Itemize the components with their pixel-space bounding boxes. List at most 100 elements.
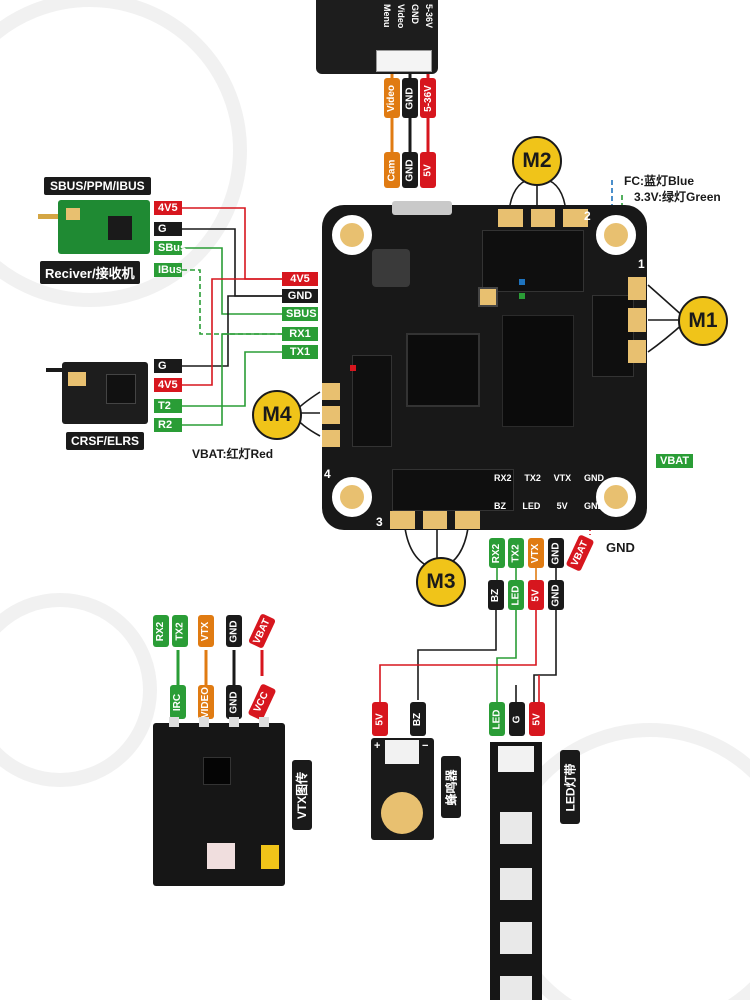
vtx-top-gnd: GND <box>226 615 242 647</box>
gnd-pad-label: GND <box>606 540 635 555</box>
boot-button <box>478 287 498 307</box>
silk-0: RX2 <box>494 473 512 483</box>
corner-4-label: 4 <box>324 467 331 481</box>
ledstrip-pin-5v: 5V <box>529 702 545 736</box>
sbus-receiver-caption: Reciver/接收机 <box>40 261 140 284</box>
led-green <box>519 293 525 299</box>
vtx-pin-irc: IRC <box>170 685 186 719</box>
crsf-pin-1: 4V5 <box>154 378 182 392</box>
camera-wire-label-1: GND <box>402 78 418 118</box>
crsf-receiver-antenna <box>46 368 66 372</box>
m1-pads <box>628 277 646 363</box>
crsf-pin-0: G <box>154 359 182 373</box>
fc-pad-4v5: 4V5 <box>282 272 318 286</box>
inductor <box>372 249 410 287</box>
camera-wire-label-0: Video <box>384 78 400 118</box>
silk-2: VTX <box>553 473 572 483</box>
esc-chip <box>502 315 574 427</box>
ledstrip-module <box>490 742 542 1000</box>
bottom-wire-rx2: RX2 <box>489 538 505 568</box>
camera-pin-labels: 5-36V GND Video Menu <box>376 4 436 48</box>
corner-2-label: 2 <box>584 209 591 223</box>
vtx-wires <box>176 650 264 685</box>
corner-1-label: 1 <box>638 257 645 271</box>
vtx-pin-video: VIDEO <box>198 685 214 719</box>
fc-pad-sbus: SBUS <box>282 307 318 321</box>
buzzer-caption: 蜂鸣器 <box>441 756 461 818</box>
vtx-header <box>169 717 269 727</box>
bottom-wire2-led: LED <box>508 580 524 610</box>
vtx-pin-gnd: GND <box>226 685 242 719</box>
peripheral-wires <box>379 566 557 702</box>
camera-end-label-0: Cam <box>384 152 400 188</box>
buzzer-pin-bz: BZ <box>410 702 426 736</box>
silk-3: GND <box>583 473 604 483</box>
camera-pin-1: GND <box>410 4 420 24</box>
led-note-3v3: 3.3V:绿灯Green <box>634 190 721 204</box>
silk2-2: 5V <box>556 501 568 511</box>
camera-wire-label-2: 5-36V <box>420 78 436 118</box>
led-blue <box>519 279 525 285</box>
usb-port <box>392 201 452 215</box>
led-red <box>350 365 356 371</box>
bottom-wire2-5v: 5V <box>528 580 544 610</box>
camera-pin-3: Menu <box>382 4 392 28</box>
mount-hole-bl <box>332 477 372 517</box>
m4-pads <box>322 383 340 447</box>
buzzer-plus: + <box>374 740 381 752</box>
sbus-receiver-title: SBUS/PPM/IBUS <box>44 177 151 195</box>
fc-pad-gnd: GND <box>282 289 318 303</box>
fc-pad-rx1: RX1 <box>282 327 318 341</box>
crsf-receiver-board <box>62 362 148 424</box>
vtx-gold-pad <box>261 845 279 869</box>
vtx-top-tx2: TX2 <box>172 615 188 647</box>
mount-hole-tr <box>596 215 636 255</box>
vtx-pad-ufl <box>207 843 235 869</box>
ledstrip-connector <box>498 746 534 772</box>
camera-pin-2: Video <box>396 4 406 29</box>
buzzer-pin-5v: 5V <box>372 702 388 736</box>
vtx-module <box>153 717 285 886</box>
camera-pin-0: 5-36V <box>424 4 434 29</box>
camera-module: 5-36V GND Video Menu <box>316 0 438 74</box>
sbus-pin-2: SBus <box>154 241 186 255</box>
camera-end-label-1: GND <box>402 152 418 188</box>
sbus-receiver-wires <box>182 207 282 335</box>
sbus-receiver-antenna <box>38 214 62 219</box>
fc-pad-tx1: TX1 <box>282 345 318 359</box>
sbus-pin-3: IBus <box>154 263 182 277</box>
motor-m4: M4 <box>252 390 302 440</box>
crsf-gold-pad <box>68 372 86 386</box>
led-cell-3 <box>500 922 532 954</box>
camera-connector <box>376 50 432 72</box>
ledstrip-caption: LED灯带 <box>560 750 580 824</box>
motor-m1: M1 <box>678 296 728 346</box>
crsf-chip <box>106 374 136 404</box>
silk2-1: LED <box>522 501 541 511</box>
corner-3-label: 3 <box>376 515 383 529</box>
receiver-chip <box>108 216 132 240</box>
bottom-wire-vtx: VTX <box>528 538 544 568</box>
m3-pads <box>390 511 481 529</box>
led-note-fc: FC:蓝灯Blue <box>624 174 694 188</box>
led-cell-4 <box>500 976 532 1000</box>
silk-1: TX2 <box>524 473 541 483</box>
sbus-pin-1: G <box>154 222 182 236</box>
vtx-top-vtx: VTX <box>198 615 214 647</box>
buzzer-connector <box>385 740 419 764</box>
sbus-receiver-board <box>58 200 150 254</box>
bottom-wire-tx2: TX2 <box>508 538 524 568</box>
vtx-caption: VTX图传 <box>292 760 312 830</box>
vtx-top-rx2: RX2 <box>153 615 169 647</box>
motor-m3: M3 <box>416 557 466 607</box>
silk2-0: BZ <box>494 501 506 511</box>
mount-hole-br <box>596 477 636 517</box>
led-cell-2 <box>500 868 532 900</box>
camera-end-label-2: 5V <box>420 152 436 188</box>
crsf-pin-2: T2 <box>154 399 182 413</box>
mount-hole-tl <box>332 215 372 255</box>
bottom-wire-gnd: GND <box>548 538 564 568</box>
